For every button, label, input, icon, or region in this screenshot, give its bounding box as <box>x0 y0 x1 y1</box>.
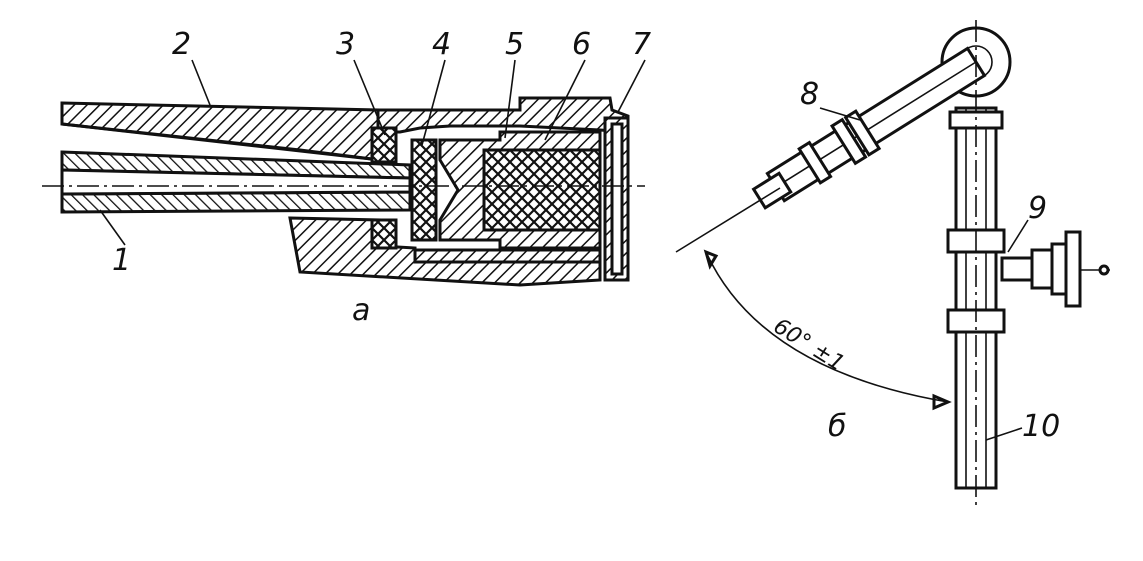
part-label-5: 5 <box>505 27 524 62</box>
filter-6 <box>482 148 602 232</box>
part-label-9: 9 <box>1028 191 1047 226</box>
cap-inner <box>610 122 624 276</box>
nozzle-pipe-8 <box>751 46 987 210</box>
part-label-8: 8 <box>800 77 819 112</box>
body-upper <box>60 101 382 162</box>
subfigure-label-b: б <box>828 409 847 444</box>
leaders-a <box>99 59 646 246</box>
vertical-pipe-10 <box>946 20 1006 510</box>
angle-dimension <box>675 187 952 411</box>
leader-10 <box>985 427 1023 441</box>
part-label-6: 6 <box>572 27 591 62</box>
part-label-4: 4 <box>432 27 451 62</box>
washer-4 <box>410 138 438 242</box>
casing-bottom <box>413 248 602 264</box>
part-label-10: 10 <box>1022 409 1060 444</box>
leader-9 <box>1007 219 1029 253</box>
angle-label: 60° ±1 <box>769 314 849 377</box>
taper-bore <box>61 122 381 162</box>
part-label-2: 2 <box>172 27 191 62</box>
casing-top <box>376 96 630 134</box>
subfigure-label-a: а <box>352 293 370 328</box>
assembly-view-b: 8 9 10 60° ±1 б <box>675 20 1110 510</box>
seal-3-bottom <box>370 218 398 250</box>
part-label-7: 7 <box>632 27 651 62</box>
part-label-1: 1 <box>112 243 131 278</box>
part-label-3: 3 <box>336 27 355 62</box>
valve-9 <box>1000 230 1110 308</box>
section-view-a: 2 3 4 5 6 7 1 а <box>42 27 651 328</box>
leader-8 <box>819 107 861 121</box>
